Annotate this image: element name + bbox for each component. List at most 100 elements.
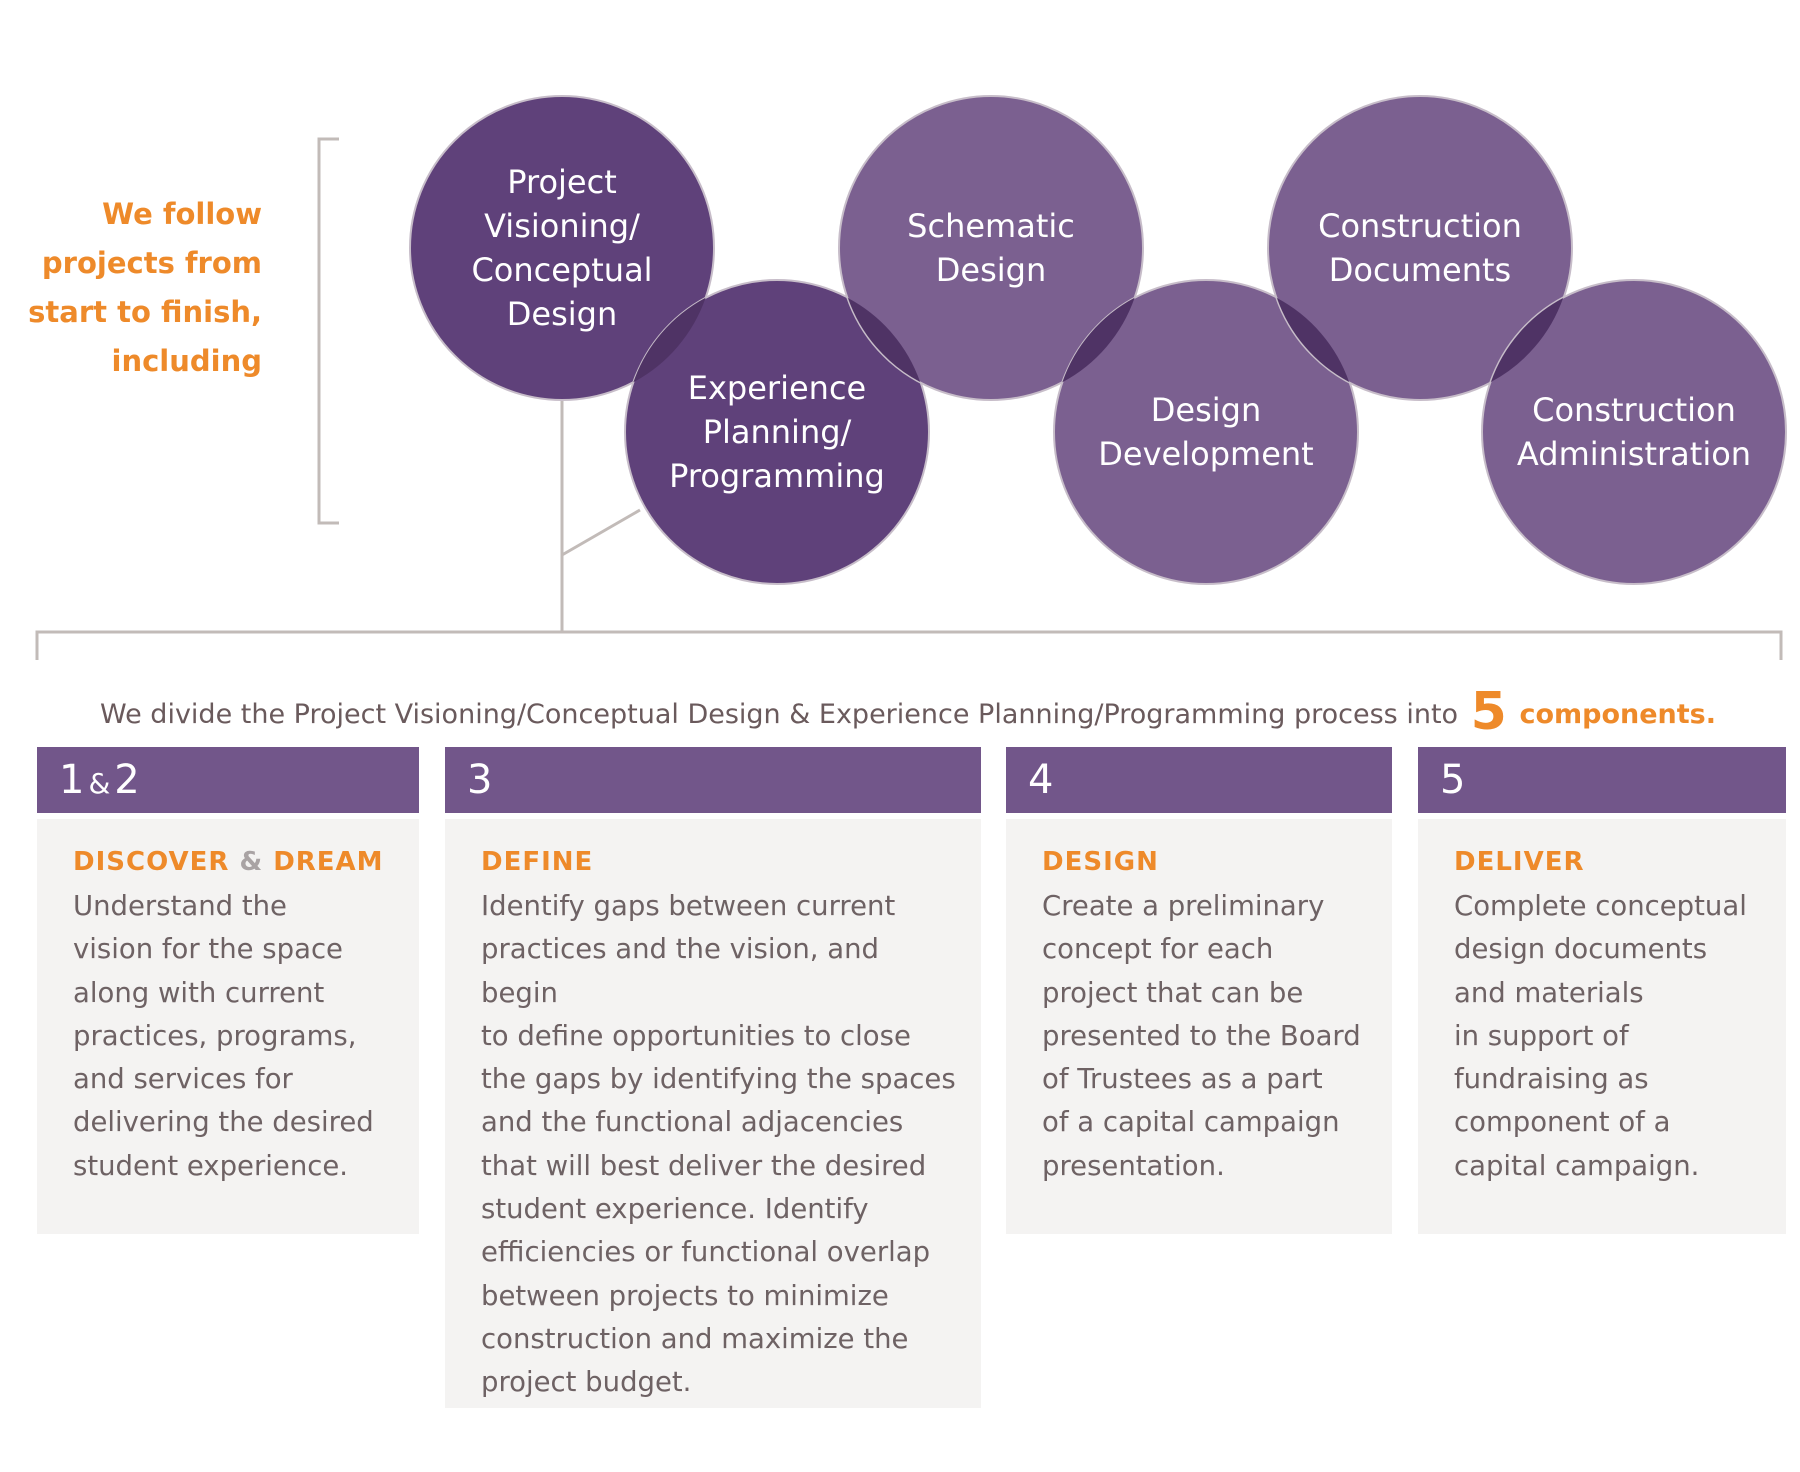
card-description: Identify gaps between current practices … [481, 885, 959, 1405]
number-one: 1 [59, 757, 85, 803]
components-word: components. [1519, 699, 1716, 730]
description-line: concept for each [1042, 933, 1274, 966]
phase-experience-planning-label: Planning/ [703, 413, 852, 451]
description-line: efficiencies or functional overlap [481, 1236, 931, 1269]
circle-overlap [1062, 297, 1135, 383]
description-line: vision for the space [73, 933, 343, 966]
card-title: DESIGN [1042, 847, 1159, 877]
title-ampersand: & [239, 847, 264, 877]
component-bracket [35, 630, 1783, 660]
phase-project-visioning-label: Project [507, 163, 616, 201]
card-body: DESIGN Create a preliminary concept for … [1006, 819, 1392, 1188]
phase-project-visioning-label: Conceptual [471, 251, 652, 289]
phase-project-visioning-label: Visioning/ [484, 207, 640, 245]
circle-overlap [633, 297, 706, 383]
connector-lines [35, 137, 1783, 660]
description-line: capital campaign. [1454, 1149, 1700, 1182]
description-line: in support of [1454, 1019, 1629, 1052]
phase-overlaps [633, 297, 1564, 383]
card-number: 5 [1418, 747, 1786, 819]
description-line: project budget. [481, 1366, 692, 1399]
description-line: of a capital campaign [1042, 1106, 1340, 1139]
card-body: DELIVER Complete conceptual design docum… [1418, 819, 1786, 1188]
phase-construction-administration-circle [1481, 279, 1787, 585]
phase-design-development-circle [1053, 279, 1359, 585]
card-description: Complete conceptual design documents and… [1454, 885, 1764, 1188]
phase-design-development-label: Development [1098, 435, 1313, 473]
card-number: 1&2 [37, 747, 419, 819]
phase-labels: ProjectVisioning/ConceptualDesignExperie… [471, 163, 1751, 495]
left-bracket [317, 137, 339, 525]
description-line: construction and maximize the [481, 1322, 909, 1355]
phase-construction-administration-label: Construction [1532, 391, 1736, 429]
description-line: student experience. Identify [481, 1193, 869, 1226]
description-line: of Trustees as a part [1042, 1063, 1323, 1096]
circle-overlap [1276, 298, 1350, 382]
number-ampersand: & [88, 767, 111, 800]
description-line: along with current [73, 976, 325, 1009]
description-line: to define opportunities to close [481, 1019, 911, 1052]
divide-statement: We divide the Project Visioning/Conceptu… [36, 682, 1780, 742]
description-line: the gaps by identifying the spaces [481, 1063, 956, 1096]
phase-project-visioning-circle [409, 95, 715, 401]
phase-circles [409, 95, 1787, 585]
phase-schematic-design-label: Design [936, 251, 1046, 289]
intro-line: We follow [102, 197, 262, 231]
title-discover: DISCOVER [73, 847, 230, 877]
description-line: presented to the Board [1042, 1019, 1361, 1052]
intro-text: We follow projects from start to finish,… [20, 190, 262, 386]
phase-schematic-design-label: Schematic [907, 207, 1075, 245]
phase-construction-administration-label: Administration [1517, 435, 1751, 473]
branch-line [561, 508, 641, 557]
description-line: and materials [1454, 976, 1644, 1009]
phase-project-visioning-label: Design [507, 295, 617, 333]
description-line: Create a preliminary [1042, 890, 1325, 922]
description-line: fundraising as [1454, 1063, 1649, 1096]
divide-text: We divide the Project Visioning/Conceptu… [100, 699, 1459, 730]
phase-construction-documents-label: Construction [1318, 207, 1522, 245]
intro-line: including [111, 344, 262, 378]
description-line: and the functional adjacencies [481, 1106, 904, 1139]
component-card-deliver: 5 DELIVER Complete conceptual design doc… [1418, 747, 1786, 1234]
description-line: presentation. [1042, 1149, 1225, 1182]
description-line: practices, programs, [73, 1019, 357, 1052]
component-card-define: 3 DEFINE Identify gaps between current p… [445, 747, 981, 1408]
card-body: DISCOVER & DREAM Understand the vision f… [37, 819, 419, 1188]
phase-experience-planning-label: Programming [669, 457, 885, 495]
description-line: Understand the [73, 890, 287, 922]
description-line: delivering the desired [73, 1106, 374, 1139]
description-line: project that can be [1042, 976, 1304, 1009]
phase-construction-documents-circle [1267, 95, 1573, 401]
component-card-design: 4 DESIGN Create a preliminary concept fo… [1006, 747, 1392, 1234]
description-line: design documents [1454, 933, 1708, 966]
phase-experience-planning-label: Experience [688, 369, 866, 407]
component-count: 5 [1470, 682, 1507, 742]
card-title: DELIVER [1454, 847, 1585, 877]
circle-overlap [847, 298, 921, 382]
phase-construction-documents-label: Documents [1329, 251, 1511, 289]
phase-design-development-label: Design [1151, 391, 1261, 429]
title-dream: DREAM [273, 847, 384, 877]
intro-line: start to finish, [28, 295, 262, 329]
description-line: Complete conceptual [1454, 890, 1747, 922]
card-number: 3 [445, 747, 981, 819]
card-title: DEFINE [481, 847, 594, 877]
card-description: Understand the vision for the space alon… [73, 885, 397, 1188]
phase-experience-planning-circle [624, 279, 930, 585]
description-line: student experience. [73, 1149, 349, 1182]
intro-line: projects from [41, 246, 262, 280]
card-title: DISCOVER & DREAM [73, 847, 397, 877]
component-card-discover-dream: 1&2 DISCOVER & DREAM Understand the visi… [37, 747, 419, 1234]
description-line: practices and the vision, and begin [481, 933, 879, 1009]
phase-schematic-design-circle [838, 95, 1144, 401]
description-line: component of a [1454, 1106, 1671, 1139]
description-line: between projects to minimize [481, 1279, 889, 1312]
card-description: Create a preliminary concept for each pr… [1042, 885, 1370, 1188]
circle-overlap [1490, 298, 1564, 382]
card-number: 4 [1006, 747, 1392, 819]
description-line: and services for [73, 1063, 293, 1096]
description-line: that will best deliver the desired [481, 1149, 927, 1182]
description-line: Identify gaps between current [481, 890, 896, 922]
number-two: 2 [114, 757, 140, 803]
